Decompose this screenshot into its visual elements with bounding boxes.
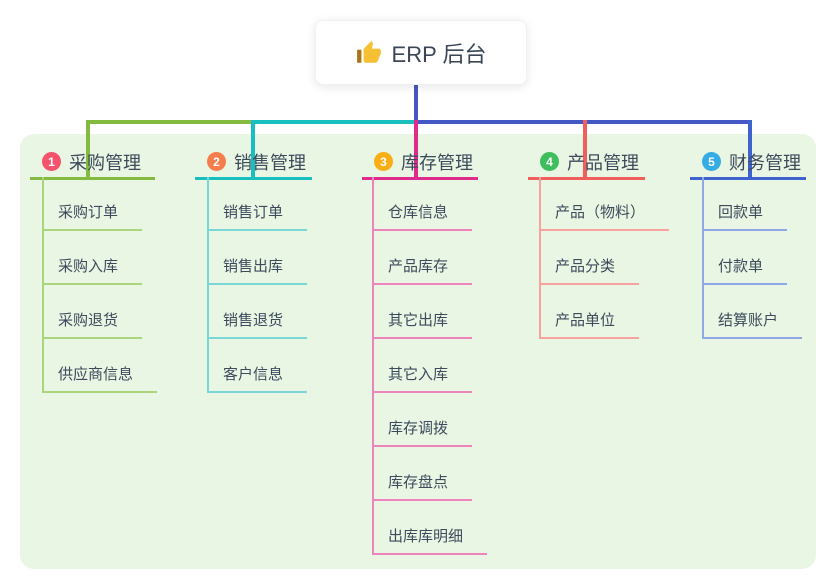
branch-5: 5 财务管理 回款单 付款单 结算账户 [690, 146, 806, 339]
child-node[interactable]: 产品（物料） [541, 177, 721, 231]
branch-drop-line [86, 120, 90, 177]
child-label: 出库库明细 [374, 525, 488, 555]
branch-children: 回款单 付款单 结算账户 [702, 177, 839, 339]
child-label: 其它出库 [374, 309, 473, 339]
branch-title: 产品管理 [567, 152, 639, 173]
branches-panel [20, 134, 816, 569]
child-node[interactable]: 客户信息 [209, 339, 389, 393]
branch-header-1[interactable]: 1 采购管理 [30, 146, 155, 180]
child-label: 采购退货 [44, 309, 143, 339]
branch-title: 财务管理 [729, 152, 801, 173]
branch-drop-line [583, 120, 587, 177]
child-node[interactable]: 采购入库 [44, 231, 224, 285]
branch-number-badge: 4 [540, 152, 559, 171]
child-node[interactable]: 库存盘点 [374, 447, 554, 501]
root-node[interactable]: ERP 后台 [315, 20, 527, 85]
branch-header-5[interactable]: 5 财务管理 [690, 146, 806, 180]
child-label: 仓库信息 [374, 201, 473, 231]
child-node[interactable]: 产品单位 [541, 285, 721, 339]
child-node[interactable]: 销售订单 [209, 177, 389, 231]
child-label: 采购入库 [44, 255, 143, 285]
child-label: 库存调拨 [374, 417, 473, 447]
child-label: 库存盘点 [374, 471, 473, 501]
branch-number-badge: 5 [702, 152, 721, 171]
child-label: 产品库存 [374, 255, 473, 285]
branch-number-badge: 2 [207, 152, 226, 171]
branch-drop-line [251, 120, 255, 177]
child-node[interactable]: 采购订单 [44, 177, 224, 231]
child-node[interactable]: 产品分类 [541, 231, 721, 285]
branch-number-badge: 1 [42, 152, 61, 171]
branch-children: 仓库信息 产品库存 其它出库 其它入库 库存调拨 库存盘点 出库库明细 [372, 177, 554, 555]
child-node[interactable]: 库存调拨 [374, 393, 554, 447]
branch-number-badge: 3 [374, 152, 393, 171]
branch-title: 销售管理 [234, 152, 306, 173]
child-label: 其它入库 [374, 363, 473, 393]
child-node[interactable]: 销售退货 [209, 285, 389, 339]
branch-header-2[interactable]: 2 销售管理 [195, 146, 312, 180]
child-label: 结算账户 [704, 309, 803, 339]
branch-title: 采购管理 [69, 152, 141, 173]
child-label: 采购订单 [44, 201, 143, 231]
child-label: 产品分类 [541, 255, 640, 285]
child-label: 付款单 [704, 255, 788, 285]
branch-drop-line [748, 120, 752, 177]
thumbs-up-icon [356, 40, 382, 66]
branch-drop-line [414, 120, 418, 177]
child-node[interactable]: 出库库明细 [374, 501, 554, 555]
root-label: ERP 后台 [391, 41, 487, 67]
branch-header-3[interactable]: 3 库存管理 [362, 146, 478, 180]
child-label: 销售订单 [209, 201, 308, 231]
child-node[interactable]: 供应商信息 [44, 339, 224, 393]
bus-segment-middle [251, 120, 418, 124]
branch-3: 3 库存管理 仓库信息 产品库存 其它出库 其它入库 库存调拨 库存盘点 出库库… [362, 146, 488, 555]
child-node[interactable]: 付款单 [704, 231, 839, 285]
child-node[interactable]: 回款单 [704, 177, 839, 231]
child-label: 产品（物料） [541, 201, 670, 231]
child-label: 回款单 [704, 201, 788, 231]
child-label: 产品单位 [541, 309, 640, 339]
branch-header-4[interactable]: 4 产品管理 [528, 146, 645, 180]
branch-children: 产品（物料） 产品分类 产品单位 [539, 177, 721, 339]
branch-children: 销售订单 销售出库 销售退货 客户信息 [207, 177, 389, 393]
child-label: 供应商信息 [44, 363, 158, 393]
child-label: 销售退货 [209, 309, 308, 339]
child-label: 销售出库 [209, 255, 308, 285]
branch-4: 4 产品管理 产品（物料） 产品分类 产品单位 [528, 146, 670, 339]
child-node[interactable]: 结算账户 [704, 285, 839, 339]
branch-2: 2 销售管理 销售订单 销售出库 销售退货 客户信息 [195, 146, 312, 393]
child-node[interactable]: 产品库存 [374, 231, 554, 285]
child-node[interactable]: 仓库信息 [374, 177, 554, 231]
child-node[interactable]: 其它出库 [374, 285, 554, 339]
child-node[interactable]: 其它入库 [374, 339, 554, 393]
root-drop-line [414, 83, 418, 124]
child-node[interactable]: 销售出库 [209, 231, 389, 285]
branch-title: 库存管理 [401, 152, 473, 173]
branch-children: 采购订单 采购入库 采购退货 供应商信息 [42, 177, 224, 393]
bus-segment-left [86, 120, 255, 124]
child-node[interactable]: 采购退货 [44, 285, 224, 339]
branch-1: 1 采购管理 采购订单 采购入库 采购退货 供应商信息 [30, 146, 158, 393]
child-label: 客户信息 [209, 363, 308, 393]
